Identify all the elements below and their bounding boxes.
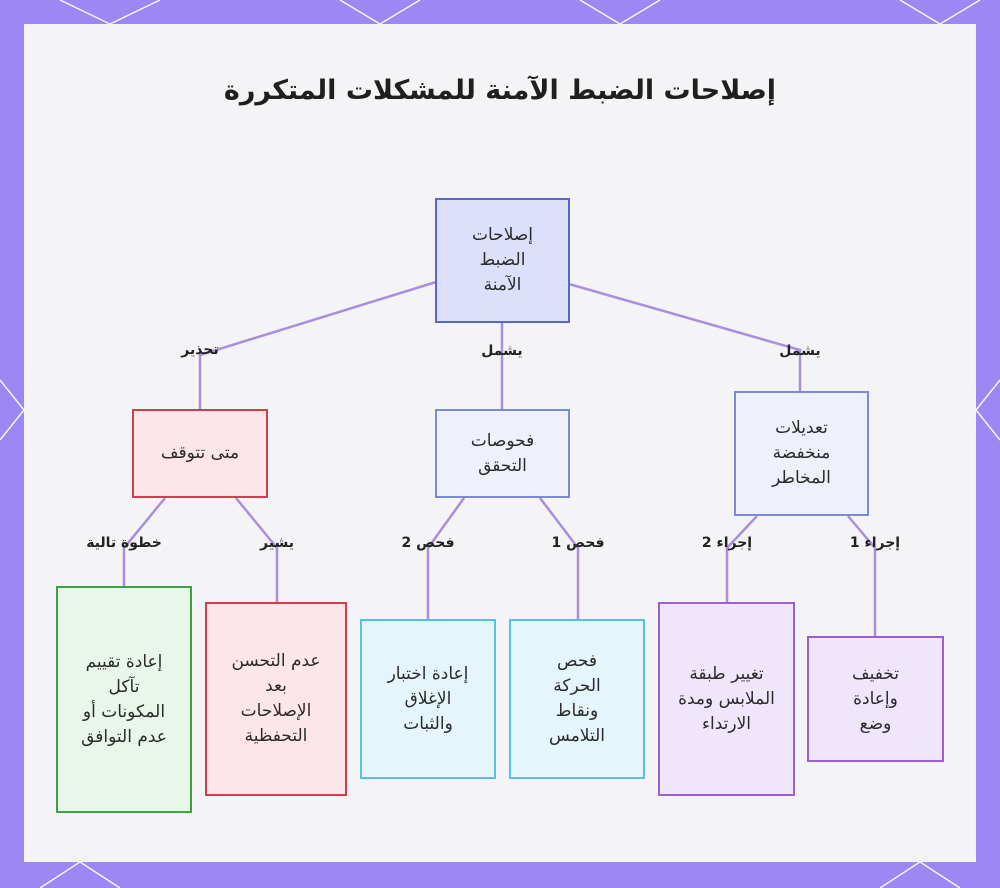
edge-root-stop xyxy=(198,280,437,410)
node-stop-when-label: متى تتوقف xyxy=(160,443,240,463)
edge-checks-retest xyxy=(426,497,466,620)
node-motion-check-label: فحص الحركة ونقاط التلامس xyxy=(549,651,605,746)
node-no-improve-label: عدم التحسن بعد الإصلاحات التحفظية xyxy=(231,651,321,746)
node-motion-check: فحص الحركة ونقاط التلامس xyxy=(509,619,645,779)
node-checks: فحوصات التحقق xyxy=(435,409,570,498)
edge-label-next-step: خطوة تالية xyxy=(86,535,162,551)
node-checks-label: فحوصات التحقق xyxy=(470,430,535,476)
edge-checks-motion xyxy=(539,497,580,620)
edge-label-warning: تحذير xyxy=(181,342,219,358)
edge-label-includes-lowrisk: يشمل xyxy=(779,343,821,359)
edge-label-check-2: فحص 2 xyxy=(401,535,455,551)
edge-root-lowrisk xyxy=(568,282,802,392)
node-retest-label: إعادة اختبار الإغلاق والثبات xyxy=(387,663,469,734)
edge-lowrisk-loosen xyxy=(847,515,877,637)
node-stop-when: متى تتوقف xyxy=(132,409,268,498)
edge-label-action-2: إجراء 2 xyxy=(701,535,753,551)
edge-lowrisk-change xyxy=(725,515,758,603)
node-reassess-label: إعادة تقييم تآكل المكونات أو عدم التوافق xyxy=(81,651,167,747)
node-retest: إعادة اختبار الإغلاق والثبات xyxy=(360,619,496,779)
node-root: إصلاحات الضبط الآمنة xyxy=(435,198,570,323)
edge-label-check-1: فحص 1 xyxy=(551,535,605,551)
node-loosen-label: تخفيف وإعادة وضع xyxy=(851,663,900,734)
edge-stop-reassess xyxy=(122,497,166,587)
edge-label-includes-checks: يشمل xyxy=(481,343,523,359)
edge-label-indicates: يشير xyxy=(260,535,294,551)
node-low-risk: تعديلات منخفضة المخاطر xyxy=(734,391,869,516)
edge-label-action-1: إجراء 1 xyxy=(849,535,901,551)
node-change-layer: تغيير طبقة الملابس ومدة الارتداء xyxy=(658,602,795,796)
node-no-improve: عدم التحسن بعد الإصلاحات التحفظية xyxy=(205,602,347,796)
node-root-label: إصلاحات الضبط الآمنة xyxy=(472,225,533,295)
title-text: إصلاحات الضبط الآمنة للمشكلات المتكررة xyxy=(223,75,777,106)
node-low-risk-label: تعديلات منخفضة المخاطر xyxy=(772,418,831,488)
node-loosen: تخفيف وإعادة وضع xyxy=(807,636,944,762)
edge-stop-noimprove xyxy=(235,497,279,603)
diagram-title: إصلاحات الضبط الآمنة للمشكلات المتكررة xyxy=(0,70,1000,112)
node-reassess: إعادة تقييم تآكل المكونات أو عدم التوافق xyxy=(56,586,192,813)
node-change-layer-label: تغيير طبقة الملابس ومدة الارتداء xyxy=(678,663,775,734)
